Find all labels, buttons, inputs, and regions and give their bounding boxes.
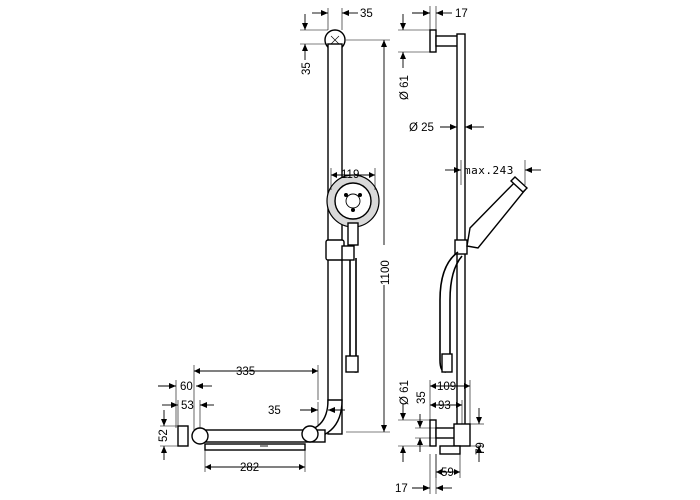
shower-head-face bbox=[334, 182, 372, 220]
side-view: 17 Ø 61 Ø 25 max.243 Ø 61 35 1 bbox=[395, 6, 541, 495]
dim-bar-offset-label: 35 bbox=[268, 405, 281, 417]
dim-bar-length-label: 335 bbox=[236, 366, 255, 378]
side-hand-shower bbox=[466, 178, 526, 249]
side-dim-rail-diameter-label: Ø 25 bbox=[409, 122, 434, 134]
side-dim-bottom-17-label: 17 bbox=[395, 483, 408, 495]
side-bottom-clamp bbox=[453, 423, 471, 447]
side-dim-max-projection-label: max.243 bbox=[464, 164, 514, 177]
side-dim-79-label: 79 bbox=[475, 442, 487, 455]
shower-hose bbox=[349, 258, 357, 373]
slider-holder bbox=[341, 245, 355, 261]
vertical-rail bbox=[327, 43, 343, 435]
dim-bracket-52-label: 52 bbox=[158, 429, 170, 442]
side-dim-top-depth-label: 17 bbox=[455, 8, 468, 20]
side-dim-59-label: 59 bbox=[441, 467, 454, 479]
bottom-right-bracket bbox=[301, 425, 319, 443]
side-dim-93-label: 93 bbox=[438, 400, 451, 412]
shelf bbox=[204, 443, 306, 451]
side-hose-connector bbox=[441, 353, 453, 373]
dim-bar-inner-label: 282 bbox=[240, 462, 259, 474]
side-shelf bbox=[439, 445, 461, 455]
dim-bracket-53-label: 53 bbox=[181, 400, 194, 412]
hose-connector bbox=[345, 355, 359, 373]
rail-slider bbox=[325, 239, 345, 261]
dim-top-height-label: 35 bbox=[301, 62, 313, 75]
bottom-left-bracket bbox=[191, 427, 209, 445]
dim-bracket-60-label: 60 bbox=[180, 381, 193, 393]
side-dim-bottom-diameter-label: Ø 61 bbox=[399, 380, 411, 405]
side-slider bbox=[454, 239, 468, 255]
wall-plate bbox=[177, 425, 189, 447]
side-rail bbox=[456, 33, 466, 435]
side-bottom-flange bbox=[429, 419, 437, 447]
side-dim-top-diameter-label: Ø 61 bbox=[399, 75, 411, 100]
dim-total-height-label: 1100 bbox=[380, 260, 392, 285]
dim-head-width-label: 119 bbox=[341, 169, 359, 181]
shower-handle bbox=[347, 222, 359, 246]
side-dim-bottom-35-label: 35 bbox=[416, 391, 428, 404]
front-view: 35 35 1100 119 335 60 53 bbox=[158, 8, 392, 474]
side-dim-109-label: 109 bbox=[437, 381, 456, 393]
dim-top-width-label: 35 bbox=[360, 8, 373, 20]
side-top-flange bbox=[429, 29, 437, 53]
